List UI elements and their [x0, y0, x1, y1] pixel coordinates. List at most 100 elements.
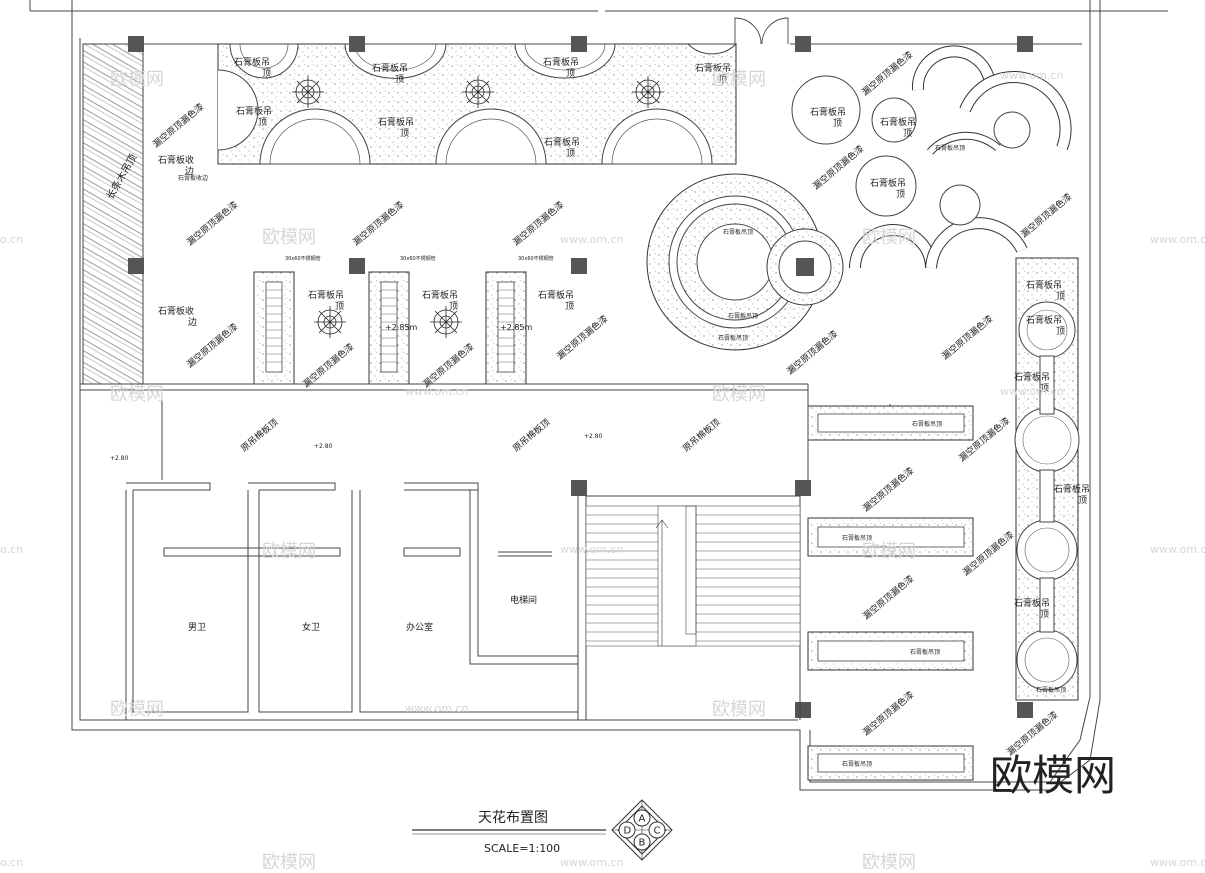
svg-text:石膏板吊: 石膏板吊: [1014, 597, 1050, 609]
svg-text:石膏板吊: 石膏板吊: [236, 105, 272, 117]
right-vertical-strip: 石膏板吊顶 石膏板吊顶 石膏板吊顶 石膏板吊顶 石膏板吊顶 石膏板吊顶: [1014, 257, 1090, 701]
svg-text:石膏板吊: 石膏板吊: [422, 289, 458, 301]
svg-text:欧模网: 欧模网: [110, 699, 164, 720]
svg-text:顶: 顶: [262, 68, 271, 79]
svg-text:石膏板吊: 石膏板吊: [378, 116, 414, 128]
svg-text:30x60不锈钢管: 30x60不锈钢管: [400, 255, 436, 262]
watermarks: 欧模网 欧模网 欧模网 欧模网 欧模网 欧模网 欧模网 欧模网 欧模网 欧模网 …: [110, 69, 916, 873]
svg-text:顶: 顶: [718, 74, 727, 85]
svg-text:顶: 顶: [1056, 326, 1065, 337]
svg-text:B: B: [639, 838, 646, 849]
brand-logo-text: 欧模网: [990, 751, 1116, 800]
svg-text:+2.80: +2.80: [314, 443, 333, 450]
outer-walls: [29, 0, 1168, 791]
svg-text:顶: 顶: [1040, 383, 1049, 394]
svg-text:石膏板吊: 石膏板吊: [870, 177, 906, 189]
svg-text:www.om.cn: www.om.cn: [1150, 233, 1205, 246]
svg-text:+2.80: +2.80: [110, 455, 129, 462]
svg-text:顶: 顶: [566, 68, 575, 79]
svg-text:+2.80: +2.80: [584, 433, 603, 440]
svg-text:顶: 顶: [1078, 495, 1087, 506]
svg-text:+2.85m: +2.85m: [500, 323, 533, 332]
svg-text:边: 边: [185, 166, 194, 177]
svg-text:石膏板吊: 石膏板吊: [880, 116, 916, 128]
svg-text:石膏板吊: 石膏板吊: [1026, 314, 1062, 326]
svg-text:石膏板吊: 石膏板吊: [1026, 279, 1062, 291]
svg-text:原吊棉板顶: 原吊棉板顶: [680, 416, 722, 454]
svg-text:欧模网: 欧模网: [110, 69, 164, 90]
svg-text:www.om.cn: www.om.cn: [560, 856, 623, 869]
stairs: [585, 505, 801, 647]
svg-text:顶: 顶: [833, 118, 842, 129]
room-elevator: 电梯间: [510, 594, 537, 606]
svg-text:o.cn: o.cn: [0, 856, 23, 869]
svg-text:漏空原顶漏色漆: 漏空原顶漏色漆: [860, 573, 916, 623]
svg-text:www.om.cn: www.om.cn: [1000, 69, 1063, 82]
svg-text:www.om.cn: www.om.cn: [1150, 543, 1205, 556]
svg-text:漏空原顶漏色漆: 漏空原顶漏色漆: [184, 199, 240, 249]
svg-text:欧模网: 欧模网: [712, 384, 766, 405]
svg-text:欧模网: 欧模网: [110, 384, 164, 405]
svg-text:石膏板吊顶: 石膏板吊顶: [723, 228, 753, 236]
svg-text:漏空原顶漏色漆: 漏空原顶漏色漆: [860, 465, 916, 515]
svg-text:www.om.cn: www.om.cn: [1000, 385, 1063, 398]
drawing-title: 天花布置图: [478, 810, 548, 826]
svg-text:顶: 顶: [335, 301, 344, 312]
svg-text:o.cn: o.cn: [0, 543, 23, 556]
svg-text:欧模网: 欧模网: [712, 69, 766, 90]
watermark-sites: www.om.cn www.om.cn www.om.cn www.om.cn …: [0, 69, 1205, 869]
svg-text:石膏板吊顶: 石膏板吊顶: [842, 534, 872, 542]
svg-text:原吊棉板顶: 原吊棉板顶: [238, 416, 280, 454]
svg-text:顶: 顶: [566, 148, 575, 159]
svg-text:石膏板吊: 石膏板吊: [810, 106, 846, 118]
svg-text:边: 边: [188, 317, 197, 328]
room-female-wc: 女卫: [302, 621, 320, 633]
lower-rooms: [80, 383, 809, 720]
svg-text:www.om.cn: www.om.cn: [560, 543, 623, 556]
svg-text:漏空原顶漏色漆: 漏空原顶漏色漆: [300, 341, 356, 391]
svg-text:顶: 顶: [1056, 291, 1065, 302]
svg-text:石膏板吊顶: 石膏板吊顶: [910, 648, 940, 656]
svg-text:www.om.cn: www.om.cn: [405, 702, 468, 715]
svg-text:漏空原顶漏色漆: 漏空原顶漏色漆: [939, 313, 995, 363]
svg-text:o.cn: o.cn: [0, 233, 23, 246]
svg-text:漏空原顶漏色漆: 漏空原顶漏色漆: [420, 341, 476, 391]
svg-text:石膏板收边: 石膏板收边: [178, 174, 208, 182]
small-round-ceilings: [791, 75, 1031, 226]
svg-text:30x60不锈钢管: 30x60不锈钢管: [518, 255, 554, 262]
svg-text:A: A: [639, 814, 646, 825]
svg-text:漏空原顶漏色漆: 漏空原顶漏色漆: [554, 313, 610, 363]
svg-text:石膏板吊顶: 石膏板吊顶: [718, 334, 748, 342]
svg-text:欧模网: 欧模网: [262, 852, 316, 873]
svg-text:漏空原顶漏色漆: 漏空原顶漏色漆: [184, 321, 240, 371]
svg-text:石膏板吊: 石膏板吊: [234, 56, 270, 68]
svg-text:原吊棉板顶: 原吊棉板顶: [510, 416, 552, 454]
svg-text:石膏板吊顶: 石膏板吊顶: [935, 144, 965, 152]
svg-text:石膏板吊顶: 石膏板吊顶: [842, 760, 872, 768]
svg-text:石膏板吊: 石膏板吊: [1054, 483, 1090, 495]
svg-text:漏空原顶漏色漆: 漏空原顶漏色漆: [350, 199, 406, 249]
wood-strip-ceiling: 长条木吊顶: [82, 43, 144, 385]
svg-text:顶: 顶: [449, 301, 458, 312]
room-office: 办公室: [406, 621, 433, 633]
svg-text:漏空原顶漏色漆: 漏空原顶漏色漆: [860, 689, 916, 739]
svg-text:C: C: [654, 826, 661, 837]
svg-text:石膏板收: 石膏板收: [158, 305, 194, 317]
drawing-scale: SCALE=1:100: [484, 842, 560, 855]
svg-text:欧模网: 欧模网: [262, 227, 316, 248]
svg-text:+2.85m: +2.85m: [385, 323, 418, 332]
svg-text:漏空原顶漏色漆: 漏空原顶漏色漆: [784, 328, 840, 378]
svg-text:石膏板吊: 石膏板吊: [308, 289, 344, 301]
svg-text:顶: 顶: [565, 301, 574, 312]
room-male-wc: 男卫: [188, 622, 206, 633]
svg-text:www.om.cn: www.om.cn: [405, 385, 468, 398]
svg-text:石膏板吊: 石膏板吊: [538, 289, 574, 301]
svg-text:漏空原顶漏色漆: 漏空原顶漏色漆: [1018, 191, 1074, 241]
svg-text:欧模网: 欧模网: [712, 699, 766, 720]
svg-text:石膏板吊: 石膏板吊: [543, 56, 579, 68]
svg-text:石膏板吊: 石膏板吊: [695, 62, 731, 74]
svg-text:顶: 顶: [258, 117, 267, 128]
ring-arcs: [849, 45, 1072, 269]
circular-ceiling-feature: [646, 173, 844, 351]
